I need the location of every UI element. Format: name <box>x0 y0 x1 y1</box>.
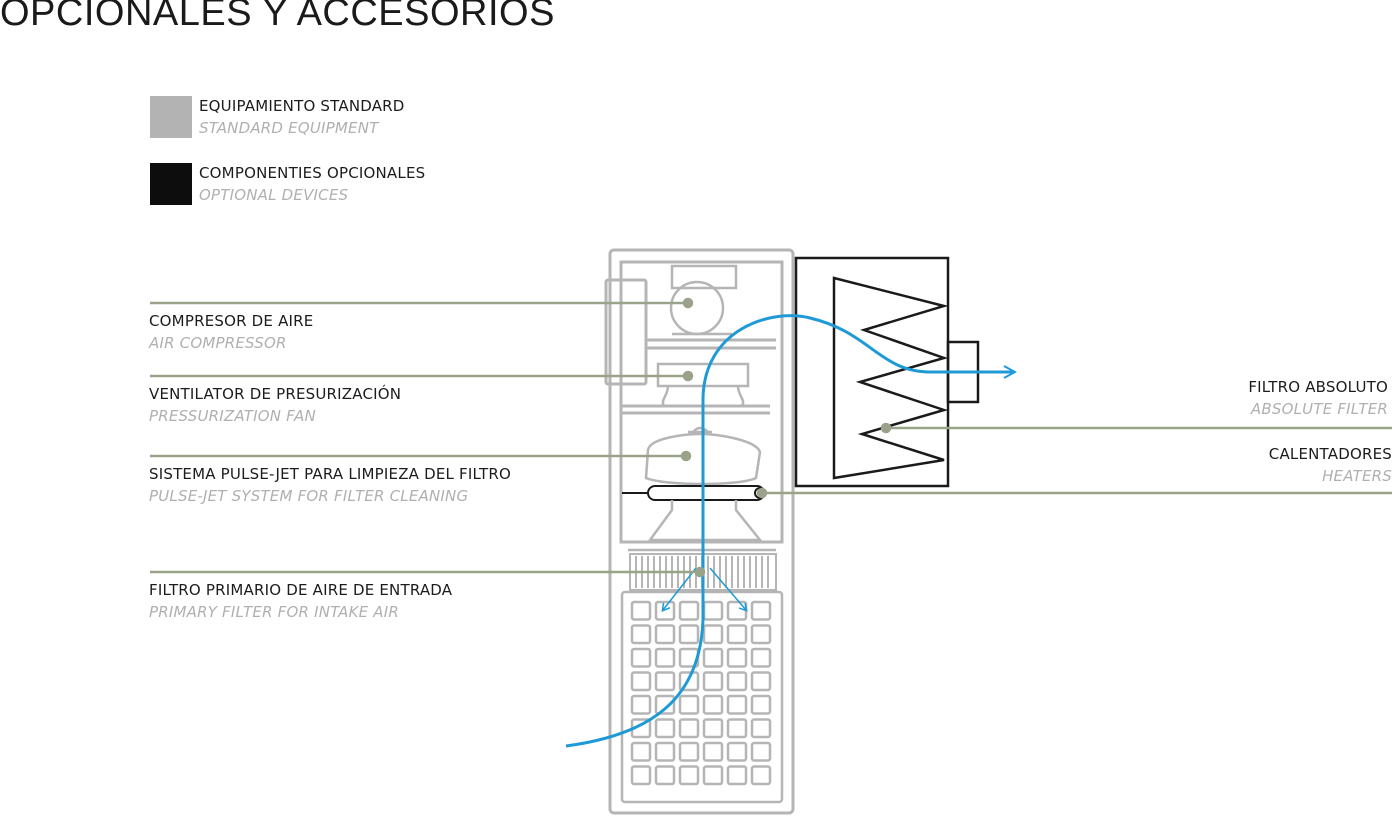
legend-standard-es: EQUIPAMIENTO STANDARD <box>199 97 405 115</box>
legend-standard: EQUIPAMIENTO STANDARD STANDARD EQUIPMENT <box>199 95 405 139</box>
grid-cell <box>678 624 700 645</box>
leader-lines <box>150 297 1392 578</box>
label-ventilador: VENTILATOR DE PRESURIZACIÓN PRESSURIZATI… <box>149 383 401 427</box>
grid-cell <box>630 741 652 762</box>
grid-cell <box>654 600 676 621</box>
grid-cell <box>750 765 772 786</box>
label-compresor-en: AIR COMPRESSOR <box>149 334 287 352</box>
grid-cell <box>678 694 700 715</box>
label-pulse-jet: SISTEMA PULSE-JET PARA LIMPIEZA DEL FILT… <box>149 463 511 507</box>
grid-cell <box>726 765 748 786</box>
grid-cell <box>750 600 772 621</box>
grid-cell <box>630 600 652 621</box>
grid-cell <box>678 671 700 692</box>
grid-cell <box>750 624 772 645</box>
grid-cell <box>630 624 652 645</box>
grid-cell <box>726 647 748 668</box>
grid-cell <box>630 694 652 715</box>
legend-optional: COMPONENTIES OPCIONALES OPTIONAL DEVICES <box>199 162 425 206</box>
grid-cell <box>750 741 772 762</box>
grid-cell <box>726 694 748 715</box>
label-calentadores-es: CALENTADORES <box>1268 445 1392 463</box>
grid-cell <box>702 600 724 621</box>
airflow <box>565 314 1014 748</box>
grid-cell <box>726 741 748 762</box>
grid-cell <box>630 671 652 692</box>
label-calentadores-en: HEATERS <box>1322 467 1392 485</box>
grid-cell <box>678 600 700 621</box>
grid-cell <box>654 694 676 715</box>
label-ventilador-en: PRESSURIZATION FAN <box>149 407 316 425</box>
grid-cell <box>750 647 772 668</box>
label-filtro-primario-en: PRIMARY FILTER FOR INTAKE AIR <box>149 603 399 621</box>
label-filtro-absoluto-es: FILTRO ABSOLUTO <box>1248 378 1388 396</box>
grid-cell <box>702 741 724 762</box>
grid-cell <box>678 718 700 739</box>
page-title: OPCIONALES Y ACCESORIOS <box>0 0 555 34</box>
grid-cell <box>750 671 772 692</box>
label-filtro-absoluto-en: ABSOLUTE FILTER <box>1250 400 1388 418</box>
grid-cell <box>702 694 724 715</box>
label-compresor-es: COMPRESOR DE AIRE <box>149 312 314 330</box>
grid-cell <box>750 694 772 715</box>
grid-cell <box>654 718 676 739</box>
grid-cell <box>702 765 724 786</box>
label-compresor: COMPRESOR DE AIRE AIR COMPRESSOR <box>149 310 313 354</box>
grid-cell <box>702 624 724 645</box>
legend-swatch-standard <box>150 96 192 138</box>
heater-bar <box>622 485 766 501</box>
label-pulse-jet-en: PULSE-JET SYSTEM FOR FILTER CLEANING <box>149 487 469 505</box>
grid-cell <box>654 647 676 668</box>
grid-cell <box>702 647 724 668</box>
grid-cell <box>750 718 772 739</box>
label-pulse-jet-es: SISTEMA PULSE-JET PARA LIMPIEZA DEL FILT… <box>149 465 511 483</box>
grid-cell <box>702 671 724 692</box>
legend-swatch-optional <box>150 163 192 205</box>
grid-cell <box>702 718 724 739</box>
legend-standard-en: STANDARD EQUIPMENT <box>199 119 379 137</box>
label-calentadores: CALENTADORES HEATERS <box>1269 443 1392 487</box>
label-filtro-primario-es: FILTRO PRIMARIO DE AIRE DE ENTRADA <box>149 581 453 599</box>
air-compressor <box>669 264 738 336</box>
grid-cell <box>726 624 748 645</box>
grid-cell <box>678 741 700 762</box>
grid-cell <box>654 765 676 786</box>
label-filtro-primario: FILTRO PRIMARIO DE AIRE DE ENTRADA PRIMA… <box>149 579 452 623</box>
grid-cell <box>654 741 676 762</box>
grid-cell <box>726 600 748 621</box>
lower-grid <box>620 590 784 804</box>
grid-cell <box>678 765 700 786</box>
grid-cell <box>654 671 676 692</box>
grid-cell <box>630 647 652 668</box>
legend-optional-es: COMPONENTIES OPCIONALES <box>199 164 426 182</box>
grid-cell <box>726 718 748 739</box>
label-filtro-absoluto: FILTRO ABSOLUTO ABSOLUTE FILTER <box>1248 376 1388 420</box>
legend-optional-en: OPTIONAL DEVICES <box>199 186 349 204</box>
pulse-jet-chamber <box>644 426 762 486</box>
grid-cell <box>726 671 748 692</box>
grid-cell <box>630 765 652 786</box>
label-ventilador-es: VENTILATOR DE PRESURIZACIÓN <box>149 385 402 403</box>
grid-cell <box>654 624 676 645</box>
